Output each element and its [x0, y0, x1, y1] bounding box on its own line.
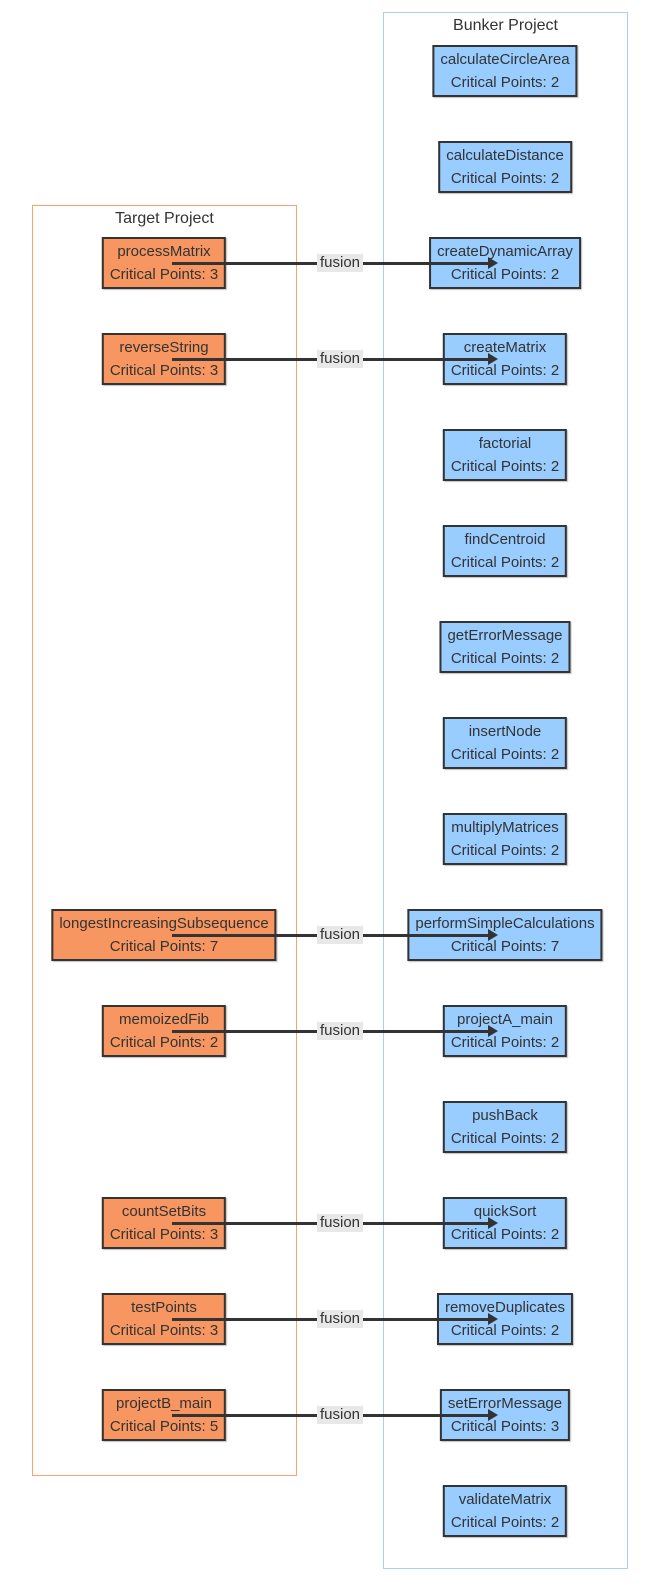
node-critical-points-label: Critical Points: 2	[450, 1514, 560, 1531]
edge-label-fusion: fusion	[316, 1214, 364, 1232]
target-project-title: Target Project	[115, 210, 214, 227]
bunker-project-title: Bunker Project	[453, 17, 558, 34]
node-name-label: findCentroid	[464, 531, 546, 548]
node-critical-points-label: Critical Points: 2	[450, 1322, 560, 1339]
node-critical-points-label: Critical Points: 2	[450, 362, 560, 379]
node-name-label: countSetBits	[121, 1203, 207, 1220]
node-critical-points-label: Critical Points: 7	[109, 938, 219, 955]
node-name-label: memoizedFib	[118, 1011, 210, 1028]
node-name-label: factorial	[478, 435, 532, 452]
arrowhead-icon	[488, 1025, 498, 1037]
node-name-label: createDynamicArray	[437, 243, 573, 260]
node-critical-points-label: Critical Points: 2	[450, 1130, 560, 1147]
edge-label-fusion: fusion	[316, 350, 364, 368]
node-critical-points-label: Critical Points: 3	[109, 1226, 219, 1243]
node-critical-points-label: Critical Points: 2	[450, 554, 560, 571]
edge-label-fusion: fusion	[316, 254, 364, 272]
node-name-label: setErrorMessage	[447, 1395, 563, 1412]
target-project-container: Target Project	[32, 205, 297, 1476]
node-name-label: processMatrix	[117, 243, 211, 260]
node-critical-points-label: Critical Points: 3	[450, 1418, 560, 1435]
node-critical-points-label: Critical Points: 2	[450, 650, 560, 667]
node-name-label: calculateCircleArea	[440, 51, 570, 68]
node-critical-points-label: Critical Points: 3	[109, 1322, 219, 1339]
node-name-label: quickSort	[473, 1203, 537, 1220]
node-critical-points-label: Critical Points: 2	[450, 74, 560, 91]
node-critical-points-label: Critical Points: 2	[450, 458, 560, 475]
arrowhead-icon	[488, 1217, 498, 1229]
node-name-label: testPoints	[131, 1299, 197, 1316]
node-name-label: getErrorMessage	[447, 627, 563, 644]
node-name-label: projectA_main	[457, 1011, 553, 1028]
node-critical-points-label: Critical Points: 2	[450, 1034, 560, 1051]
node-name-label: multiplyMatrices	[451, 819, 559, 836]
node-critical-points-label: Critical Points: 2	[450, 266, 560, 283]
node-name-label: createMatrix	[463, 339, 547, 356]
bunker-project-container: Bunker Project	[383, 12, 628, 1569]
node-name-label: longestIncreasingSubsequence	[59, 915, 269, 932]
arrowhead-icon	[488, 353, 498, 365]
node-critical-points-label: Critical Points: 3	[109, 362, 219, 379]
edge-label-fusion: fusion	[316, 1310, 364, 1328]
node-critical-points-label: Critical Points: 3	[109, 266, 219, 283]
node-critical-points-label: Critical Points: 7	[450, 938, 560, 955]
edge-label-fusion: fusion	[316, 1022, 364, 1040]
node-name-label: insertNode	[468, 723, 542, 740]
arrowhead-icon	[488, 1313, 498, 1325]
arrowhead-icon	[488, 929, 498, 941]
edge-label-fusion: fusion	[316, 1406, 364, 1424]
node-name-label: projectB_main	[116, 1395, 212, 1412]
node-name-label: calculateDistance	[446, 147, 564, 164]
node-critical-points-label: Critical Points: 5	[109, 1418, 219, 1435]
node-name-label: pushBack	[472, 1107, 538, 1124]
node-name-label: validateMatrix	[458, 1491, 552, 1508]
arrowhead-icon	[488, 1409, 498, 1421]
node-name-label: reverseString	[119, 339, 209, 356]
node-critical-points-label: Critical Points: 2	[450, 1226, 560, 1243]
node-name-label: removeDuplicates	[444, 1299, 566, 1316]
edge-label-fusion: fusion	[316, 926, 364, 944]
node-name-label: performSimpleCalculations	[415, 915, 595, 932]
node-critical-points-label: Critical Points: 2	[450, 842, 560, 859]
node-critical-points-label: Critical Points: 2	[450, 746, 560, 763]
node-critical-points-label: Critical Points: 2	[450, 170, 560, 187]
arrowhead-icon	[488, 257, 498, 269]
node-critical-points-label: Critical Points: 2	[109, 1034, 219, 1051]
